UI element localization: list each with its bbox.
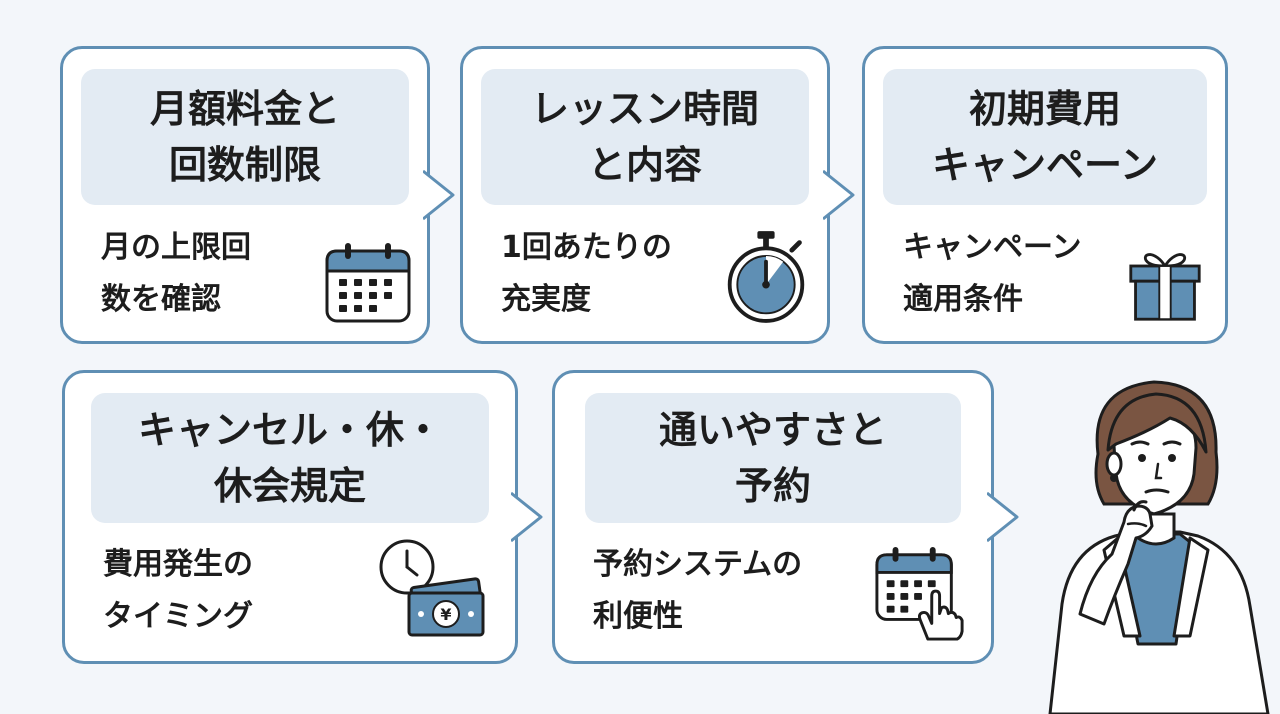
card-title: キャンセル・休・ 休会規定 — [91, 393, 489, 523]
card-body: 予約システムの 利便性 — [593, 539, 802, 643]
card-body-line: 利便性 — [593, 599, 683, 634]
card-accessibility-booking: 通いやすさと 予約 予約システムの 利便性 — [552, 370, 1019, 664]
card-title-line: キャンペーン — [931, 143, 1159, 187]
card-title-line: 初期費用 — [968, 87, 1121, 131]
card-cancel-rules: キャンセル・休・ 休会規定 費用発生の タイミング ¥ — [62, 370, 543, 664]
card-arrow-right — [823, 169, 855, 221]
card-body: 費用発生の タイミング — [103, 539, 253, 643]
card-body-line: 月の上限回 — [101, 230, 251, 265]
card-body-line: 充実度 — [501, 282, 591, 317]
card-body-line: 1回あたりの — [501, 230, 672, 265]
svg-text:¥: ¥ — [440, 605, 451, 624]
card-body-line: 適用条件 — [903, 282, 1023, 317]
card-arrow-right — [423, 169, 455, 221]
calendar-icon — [325, 243, 411, 323]
gift-icon — [1129, 253, 1201, 321]
card-lesson-time: レッスン時間 と内容 1回あたりの 充実度 — [460, 46, 855, 344]
card-body-line: 費用発生の — [103, 547, 253, 582]
card-arrow-right — [511, 491, 543, 543]
card-title-line: キャンセル・休・ — [137, 408, 442, 452]
card-title-line: 月額料金と — [149, 87, 340, 131]
card-body-line: 数を確認 — [101, 282, 221, 317]
card-body-line: キャンペーン — [903, 230, 1082, 265]
card-title-line: 予約 — [734, 464, 811, 508]
card-title-line: 回数制限 — [168, 143, 321, 187]
card-body: キャンペーン 適用条件 — [903, 222, 1082, 326]
card-body: 1回あたりの 充実度 — [501, 222, 672, 326]
card-title-line: 通いやすさと — [658, 408, 887, 452]
card-title: 通いやすさと 予約 — [585, 393, 961, 523]
card-arrow-right — [987, 491, 1019, 543]
thinking-woman-illustration — [1048, 380, 1270, 714]
card-title-line: レッスン時間 — [530, 87, 759, 131]
card-title: 初期費用 キャンペーン — [883, 69, 1207, 205]
card-title-line: と内容 — [587, 143, 702, 187]
card-body-line: タイミング — [103, 599, 253, 634]
card-title: レッスン時間 と内容 — [481, 69, 809, 205]
stopwatch-icon — [727, 231, 805, 323]
card-title: 月額料金と 回数制限 — [81, 69, 409, 205]
calendar-tap-icon — [875, 547, 964, 641]
card-body-line: 予約システムの — [593, 547, 803, 582]
card-monthly-fee: 月額料金と 回数制限 月の上限回 数を確認 — [60, 46, 455, 344]
card-initial-cost: 初期費用 キャンペーン キャンペーン 適用条件 — [862, 46, 1228, 344]
card-title-line: 休会規定 — [213, 464, 366, 508]
card-body: 月の上限回 数を確認 — [101, 222, 251, 326]
clock-money-icon: ¥ — [379, 539, 485, 637]
